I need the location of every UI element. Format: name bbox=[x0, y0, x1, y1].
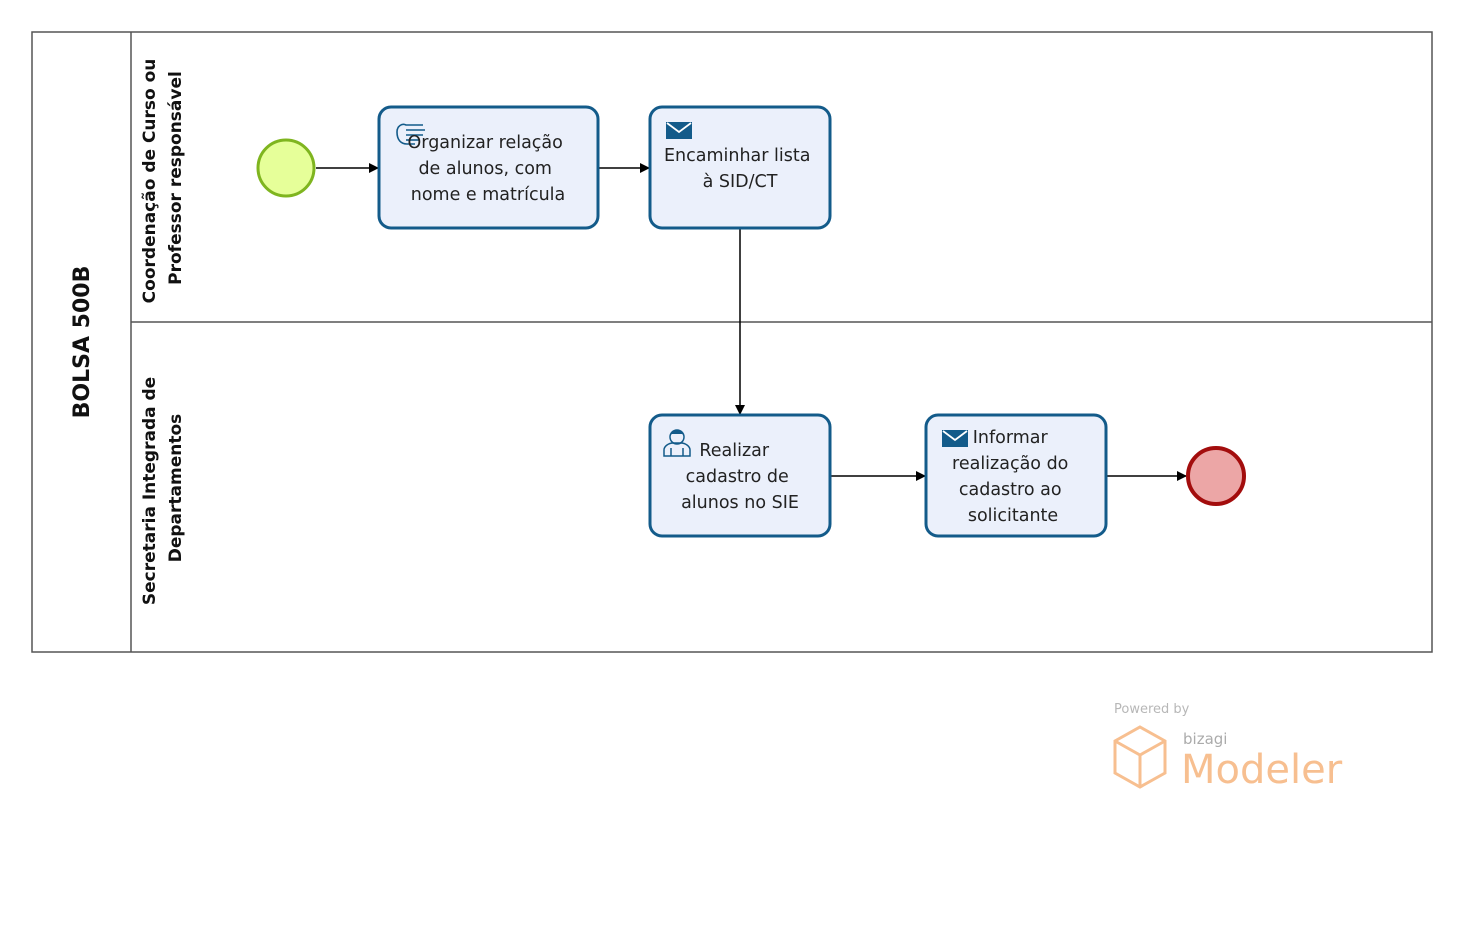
envelope-icon bbox=[666, 122, 692, 139]
task-realizar-cadastro[interactable]: Realizar cadastro de alunos no SIE bbox=[648, 413, 832, 538]
hand-icon bbox=[396, 123, 425, 145]
envelope-icon bbox=[942, 430, 968, 447]
start-event[interactable] bbox=[256, 138, 316, 198]
task-realizar-line-3: alunos no SIE bbox=[681, 493, 799, 513]
task-realizar-line-2: cadastro de bbox=[686, 467, 789, 487]
modeler-text: Modeler bbox=[1181, 747, 1343, 793]
lane-1-title-line-2: Professor responsável bbox=[166, 71, 186, 285]
task-informar-line-2: realização do bbox=[952, 454, 1068, 474]
bizagi-logo-icon bbox=[1113, 725, 1167, 789]
pool-title: BOLSA 500B bbox=[70, 266, 95, 419]
task-informar-line-1: Informar bbox=[973, 428, 1049, 448]
task-realizar-line-1: Realizar bbox=[699, 441, 769, 461]
task-encaminhar-line-1: Encaminhar lista bbox=[664, 146, 811, 166]
bizagi-brand-text: bizagi bbox=[1183, 730, 1227, 748]
powered-by-text: Powered by bbox=[1114, 702, 1190, 717]
user-icon bbox=[663, 429, 691, 457]
task-organizar-line-3: nome e matrícula bbox=[411, 185, 566, 205]
task-organizar-relacao[interactable]: Organizar relação de alunos, com nome e … bbox=[377, 105, 600, 230]
task-informar-realizacao[interactable]: Informar realização do cadastro ao solic… bbox=[924, 413, 1108, 538]
end-event[interactable] bbox=[1186, 446, 1246, 506]
task-informar-line-3: cadastro ao bbox=[959, 480, 1062, 500]
bizagi-watermark: Powered by bizagi Modeler bbox=[1113, 702, 1343, 793]
lane-2-title: Secretaria Integrada de Departamentos bbox=[140, 371, 186, 605]
task-encaminhar-line-2: à SID/CT bbox=[703, 172, 778, 192]
sequence-flows bbox=[316, 163, 1187, 481]
task-informar-label: Informar realização do cadastro ao solic… bbox=[952, 428, 1074, 526]
lane-1-title: Coordenação de Curso ou Professor respon… bbox=[140, 53, 186, 304]
task-organizar-line-2: de alunos, com bbox=[418, 159, 552, 179]
task-realizar-label: Realizar cadastro de alunos no SIE bbox=[681, 441, 799, 513]
task-informar-line-4: solicitante bbox=[968, 506, 1058, 526]
lane-2-title-line-1: Secretaria Integrada de bbox=[140, 377, 160, 605]
task-encaminhar-label: Encaminhar lista à SID/CT bbox=[664, 146, 816, 192]
task-organizar-label: Organizar relação de alunos, com nome e … bbox=[408, 133, 569, 205]
task-organizar-line-1: Organizar relação bbox=[408, 133, 563, 153]
lane-1-title-line-1: Coordenação de Curso ou bbox=[140, 59, 160, 304]
task-encaminhar-lista[interactable]: Encaminhar lista à SID/CT bbox=[648, 105, 832, 230]
lane-2-title-line-2: Departamentos bbox=[166, 414, 186, 563]
